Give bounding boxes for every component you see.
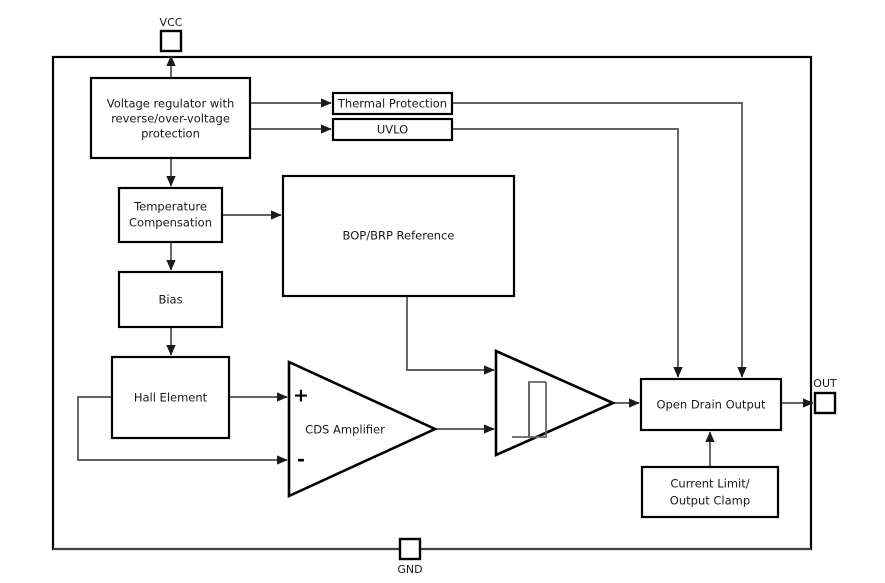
block-uvlo[interactable]: UVLO: [331, 117, 454, 142]
block-cds-amplifier[interactable]: CDS Amplifier + -: [287, 359, 439, 499]
block-thermal-protection-label: Thermal Protection: [337, 97, 447, 111]
block-temperature-compensation-line-1: Temperature: [133, 200, 207, 214]
block-voltage-regulator[interactable]: Voltage regulator with reverse/over-volt…: [89, 76, 252, 160]
cds-amplifier-minus-input-label: -: [297, 449, 305, 471]
block-current-limit-line-2: Output Clamp: [670, 494, 750, 508]
block-current-limit-line-1: Current Limit/: [670, 477, 749, 491]
block-thermal-protection[interactable]: Thermal Protection: [331, 91, 454, 116]
pin-out-label: OUT: [813, 377, 837, 390]
pin-vcc[interactable]: [159, 29, 183, 53]
wire-hall-element-feedback-to-amp-minus: [77, 396, 288, 465]
block-cds-amplifier-label: CDS Amplifier: [305, 423, 385, 437]
pin-vcc-label: VCC: [160, 16, 183, 29]
hysteresis-icon: [512, 381, 547, 438]
cds-amplifier-plus-input-label: +: [293, 385, 309, 407]
block-bias[interactable]: Bias: [117, 270, 224, 329]
block-voltage-regulator-line-3: protection: [141, 127, 200, 141]
block-temperature-compensation[interactable]: Temperature Compensation: [117, 186, 224, 244]
wire-bop-brp-to-comparator: [406, 296, 495, 375]
block-hall-element[interactable]: Hall Element: [110, 355, 231, 440]
block-bias-label: Bias: [158, 293, 182, 307]
block-temperature-compensation-line-2: Compensation: [129, 216, 212, 230]
block-voltage-regulator-line-2: reverse/over-voltage: [111, 112, 230, 126]
block-hall-element-label: Hall Element: [134, 391, 208, 405]
block-schmitt-comparator[interactable]: [494, 348, 617, 458]
block-current-limit-output-clamp[interactable]: Current Limit/ Output Clamp: [640, 465, 780, 519]
block-open-drain-output[interactable]: Open Drain Output: [639, 377, 783, 432]
pin-gnd[interactable]: [398, 537, 422, 561]
wire-uvlo-to-output: [452, 128, 683, 378]
pin-gnd-label: GND: [397, 563, 422, 576]
block-uvlo-label: UVLO: [377, 123, 408, 137]
block-bop-brp-reference-label: BOP/BRP Reference: [343, 229, 455, 243]
wire-thermal-protection-to-output: [452, 102, 747, 378]
block-voltage-regulator-line-1: Voltage regulator with: [107, 97, 235, 111]
pin-out[interactable]: [813, 391, 837, 415]
block-bop-brp-reference[interactable]: BOP/BRP Reference: [281, 174, 516, 298]
block-open-drain-output-label: Open Drain Output: [656, 398, 766, 412]
